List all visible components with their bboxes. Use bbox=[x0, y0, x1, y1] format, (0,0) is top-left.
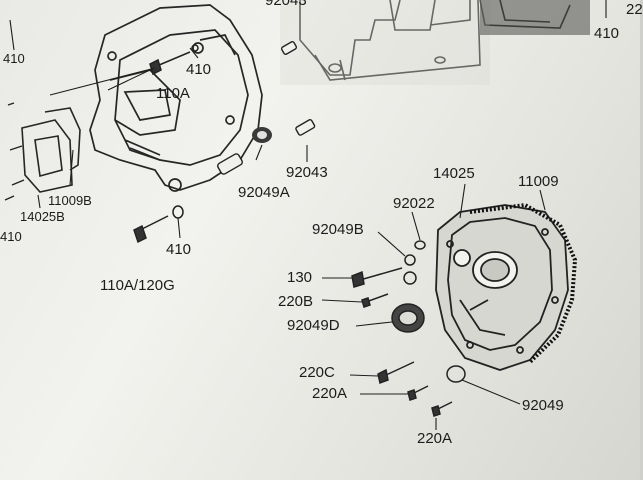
label-92043: 92043 bbox=[286, 164, 328, 181]
label-14025: 14025 bbox=[433, 165, 475, 182]
label-92049D: 92049D bbox=[287, 317, 340, 334]
label-92049B: 92049B bbox=[312, 221, 364, 238]
label-11009B: 11009B bbox=[48, 193, 92, 208]
label-92022: 92022 bbox=[393, 195, 435, 212]
label-110A-upper: 110A bbox=[156, 85, 190, 102]
label-410-left-bottom: 410 bbox=[0, 229, 22, 244]
label-410-mid: 410 bbox=[166, 241, 192, 258]
leader-lines bbox=[9, 0, 607, 430]
label-11009: 11009 bbox=[518, 173, 559, 190]
label-92049: 92049 bbox=[522, 397, 564, 414]
left-gasket-drawing bbox=[21, 107, 81, 193]
upper-bolt-drawing bbox=[149, 44, 199, 76]
label-92049A: 92049A bbox=[238, 184, 290, 201]
label-220C: 220C bbox=[299, 364, 335, 381]
engine-block-shade bbox=[280, 0, 490, 85]
lower-left-bolt-drawing bbox=[133, 205, 184, 244]
gasket-11009-drawing bbox=[469, 202, 578, 364]
label-410-top-right: 410 bbox=[594, 25, 620, 42]
left-cover-drawing bbox=[89, 4, 263, 192]
label-220B: 220B bbox=[278, 293, 314, 310]
right-fasteners-drawing bbox=[351, 240, 466, 417]
dowel-pins-drawing bbox=[217, 41, 316, 175]
seal-92049A-drawing bbox=[252, 127, 272, 143]
label-110A-120G: 110A/120G bbox=[100, 277, 175, 294]
label-130: 130 bbox=[287, 269, 313, 286]
left-screws-drawing bbox=[4, 102, 25, 201]
label-410-upper: 410 bbox=[186, 61, 212, 78]
label-220A-upper: 220A bbox=[312, 385, 348, 402]
label-220A-lower: 220A bbox=[417, 430, 453, 447]
label-top-right-edge: 22 bbox=[626, 1, 643, 18]
label-14025B: 14025B bbox=[20, 209, 65, 224]
label-92043-top: 92043 bbox=[265, 0, 307, 9]
side-cover-drawing bbox=[435, 204, 569, 371]
engine-block-dark-region bbox=[480, 0, 590, 35]
label-410-left-top: 410 bbox=[3, 51, 25, 66]
